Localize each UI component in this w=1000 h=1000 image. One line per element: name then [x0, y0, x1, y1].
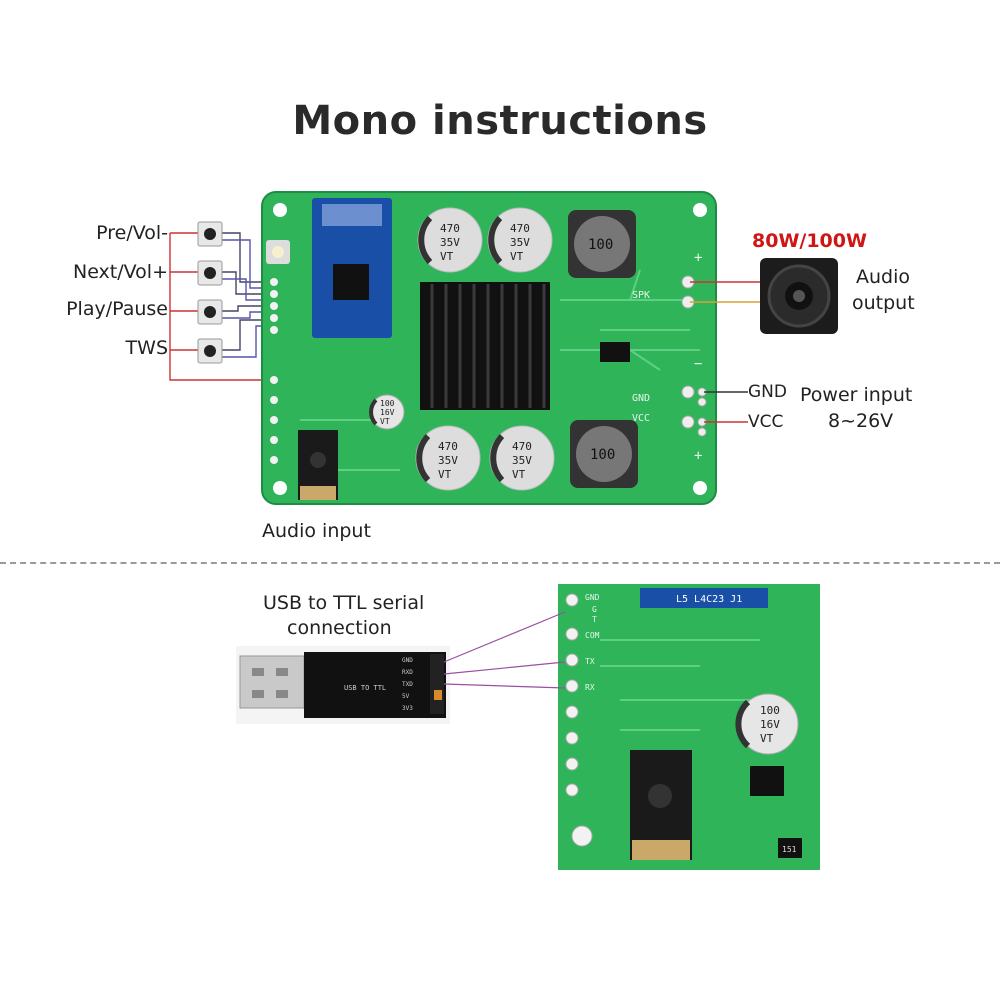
audio-output-label-1: Audio [856, 266, 911, 288]
svg-text:+: + [694, 250, 702, 266]
svg-text:35V: 35V [510, 236, 530, 249]
svg-text:VT: VT [512, 468, 526, 481]
svg-text:100: 100 [760, 704, 780, 717]
svg-text:G: G [592, 605, 597, 614]
svg-text:VT: VT [510, 250, 524, 263]
vcc-label: VCC [748, 412, 784, 432]
svg-text:100: 100 [588, 237, 613, 253]
button-label-next-vol: Next/Vol+ [72, 261, 168, 283]
svg-text:RX: RX [585, 683, 595, 692]
page-title: Mono instructions [292, 98, 708, 144]
capacitor-100-small: 100 16V VT [369, 394, 405, 430]
capacitor-470-top-right: 470 35V VT [487, 207, 553, 273]
power-input-label-1: Power input [800, 384, 913, 406]
closeup-chip-labels: L5 L4C23 J1 [676, 594, 742, 605]
button-label-play-pause: Play/Pause [66, 298, 168, 320]
board-vcc-text: VCC [632, 413, 650, 424]
heatsink [420, 282, 550, 410]
usb-board-text: USB TO TTL [344, 684, 386, 692]
inductor-top: 100 [568, 210, 636, 278]
power-input-label-2: 8~26V [828, 410, 894, 432]
svg-text:470: 470 [512, 440, 532, 453]
board-gnd-text: GND [632, 393, 650, 404]
svg-text:GND: GND [585, 593, 600, 602]
button-play-pause [197, 299, 223, 325]
button-tws [197, 338, 223, 364]
svg-text:35V: 35V [438, 454, 458, 467]
closeup-capacitor: 100 16V VT [735, 693, 799, 755]
svg-text:TX: TX [585, 657, 595, 666]
closeup-board: L5 L4C23 J1 GND G T COM TX RX 100 16V VT [558, 584, 820, 870]
svg-text:470: 470 [438, 440, 458, 453]
button-label-tws: TWS [125, 337, 168, 359]
capacitor-470-bottom-right: 470 35V VT [489, 425, 555, 491]
closeup-ic-label: 151 [782, 845, 797, 854]
inductor-bottom: 100 [570, 420, 638, 488]
svg-text:+: + [694, 448, 702, 464]
spk-text: SPK [632, 290, 650, 301]
usb-ttl-label-2: connection [287, 617, 392, 639]
svg-text:16V: 16V [760, 718, 780, 731]
svg-text:VT: VT [380, 417, 390, 426]
svg-text:RXD: RXD [402, 669, 413, 676]
svg-text:GND: GND [402, 657, 413, 664]
audio-input-jack [298, 430, 338, 500]
svg-text:−: − [694, 356, 702, 372]
svg-text:470: 470 [510, 222, 530, 235]
usb-ttl-adapter: USB TO TTL GND RXD TXD 5V 3V3 [236, 646, 450, 724]
capacitor-470-top-left: 470 35V VT [417, 207, 483, 273]
svg-text:3V3: 3V3 [402, 705, 413, 712]
svg-text:35V: 35V [440, 236, 460, 249]
svg-text:T: T [592, 615, 597, 624]
svg-text:COM: COM [585, 631, 600, 640]
audio-output-label-2: output [852, 292, 915, 314]
button-pre-vol [197, 221, 223, 247]
svg-text:35V: 35V [512, 454, 532, 467]
audio-input-label: Audio input [262, 520, 371, 542]
speaker-power-label: 80W/100W [752, 230, 867, 252]
svg-text:100: 100 [590, 447, 615, 463]
svg-text:VT: VT [438, 468, 452, 481]
svg-text:VT: VT [760, 732, 774, 745]
closeup-audio-jack [630, 750, 692, 860]
usb-ttl-label-1: USB to TTL serial [263, 592, 425, 614]
speaker-icon [760, 258, 838, 334]
button-label-pre-vol: Pre/Vol- [96, 222, 168, 244]
cap-text: 470 [440, 222, 460, 235]
button-next-vol [197, 260, 223, 286]
svg-text:5V: 5V [402, 693, 410, 700]
svg-text:VT: VT [440, 250, 454, 263]
section-divider [0, 562, 1000, 564]
gnd-label: GND [748, 382, 787, 402]
capacitor-470-bottom-left: 470 35V VT [415, 425, 481, 491]
svg-text:TXD: TXD [402, 681, 413, 688]
amplifier-board: 470 35V VT 470 35V VT 470 35V VT 470 35V… [261, 191, 717, 505]
svg-text:100: 100 [380, 399, 395, 408]
svg-text:16V: 16V [380, 408, 395, 417]
